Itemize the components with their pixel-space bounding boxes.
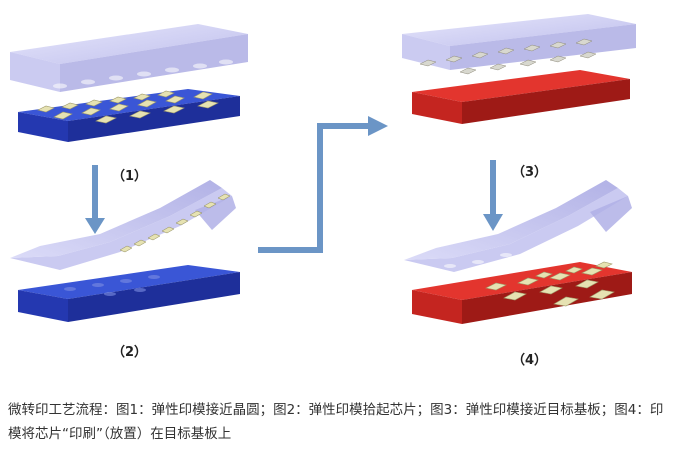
peeling-stamp: [404, 180, 632, 272]
peeling-stamp: [10, 180, 236, 270]
panel-4: [404, 180, 632, 324]
arrow-down-left: [85, 165, 105, 234]
panel-2: [10, 180, 240, 322]
panel-3: [402, 14, 636, 124]
step-label-2: （2）: [112, 344, 147, 360]
blue-wafer: [18, 89, 240, 142]
red-substrate: [412, 70, 630, 124]
elastomer-stamp-with-chips: [402, 14, 636, 75]
figure-caption: 微转印工艺流程：图1：弹性印模接近晶圆；图2：弹性印模拾起芯片；图3：弹性印模接…: [8, 402, 664, 442]
printed-chips: [485, 261, 615, 307]
arrow-down-right: [483, 160, 503, 231]
chips-on-wafer: [37, 90, 219, 124]
panel-1: [10, 24, 248, 142]
step-label-1: （1）: [112, 168, 147, 184]
step-label-3: （3）: [512, 164, 547, 180]
step-label-4: （4）: [512, 352, 547, 368]
arrow-up-right: [258, 116, 388, 253]
blue-wafer: [18, 265, 240, 322]
elastomer-stamp: [10, 24, 248, 92]
